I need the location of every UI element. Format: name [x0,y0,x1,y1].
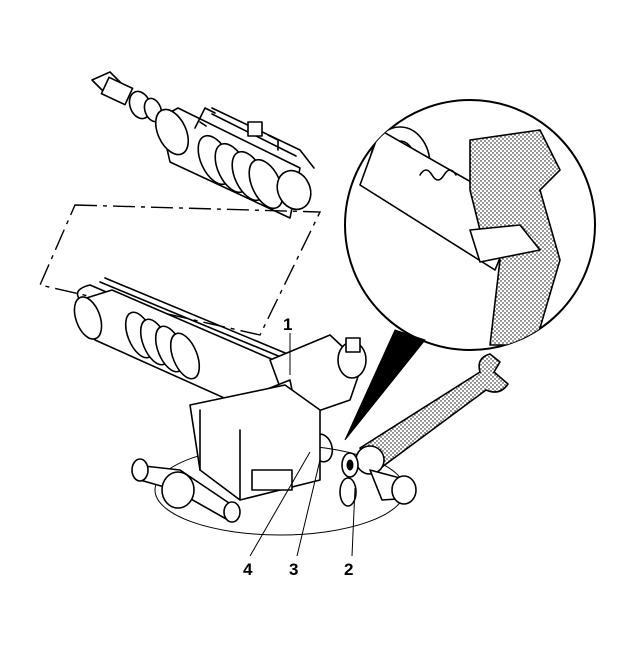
dashed-link-box [39,204,322,336]
bench-vise [131,384,406,536]
callout-leaders [249,333,356,557]
callout-2: 2 [344,560,353,579]
callout-1: 1 [283,315,292,334]
detail-magnifier [344,99,596,351]
wrench-and-nut [339,353,509,507]
callout-3: 3 [289,560,298,579]
detail-pointer [344,329,426,441]
callout-4: 4 [243,560,253,579]
steering-gear-exploded [91,71,315,219]
